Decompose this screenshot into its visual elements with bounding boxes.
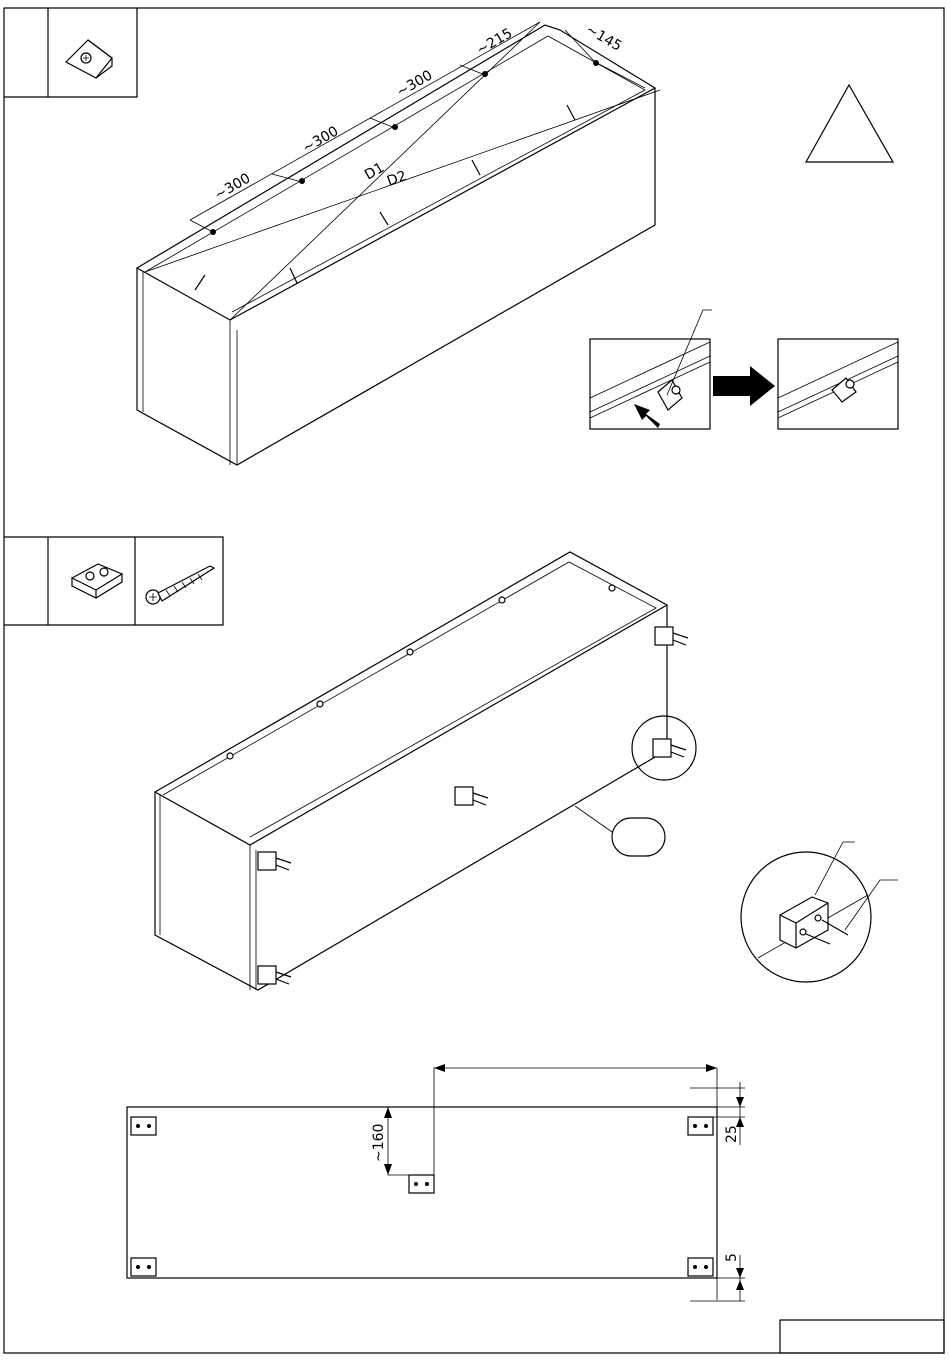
step1-cabinet: ~300 ~300 ~300 ~215 ~145 D1 D2: [135, 22, 661, 466]
part-label-bubble: [611, 817, 666, 857]
corner-bracket-icon: [65, 39, 113, 79]
diagonal-d2-label: D2: [385, 168, 409, 190]
dim-145: ~145: [583, 22, 624, 55]
right-arrow-icon: [713, 366, 775, 406]
connector-zoom-detail: [740, 841, 898, 983]
dim-215: ~215: [474, 25, 515, 58]
connector-positions: [130, 1116, 714, 1277]
screw-icon: [145, 565, 216, 605]
dim-25: 25: [724, 1125, 740, 1143]
block-connector-icon: [70, 563, 124, 599]
detail-circle: [631, 715, 697, 781]
dim-300-a: ~300: [212, 170, 253, 203]
dim-300-c: ~300: [394, 67, 435, 100]
warning-triangle-icon: [804, 83, 895, 163]
step1-parts-box: [4, 8, 138, 98]
page-number-box: [779, 1319, 945, 1354]
bracket-detail-before: [589, 309, 712, 430]
dim-300-b: ~300: [300, 123, 341, 156]
step2-parts-box: [4, 536, 224, 626]
step3-layout: ~160 25 5: [126, 1064, 745, 1302]
push-arrow-icon: [634, 404, 660, 428]
dim-5: 5: [724, 1253, 740, 1262]
connector-blocks: [257, 626, 689, 985]
step2-cabinet: [153, 551, 697, 991]
page-border: [3, 7, 945, 1354]
bracket-detail-after: [777, 338, 899, 430]
diagonal-d1-label: D1: [362, 160, 387, 184]
dim-160: ~160: [371, 1124, 387, 1162]
